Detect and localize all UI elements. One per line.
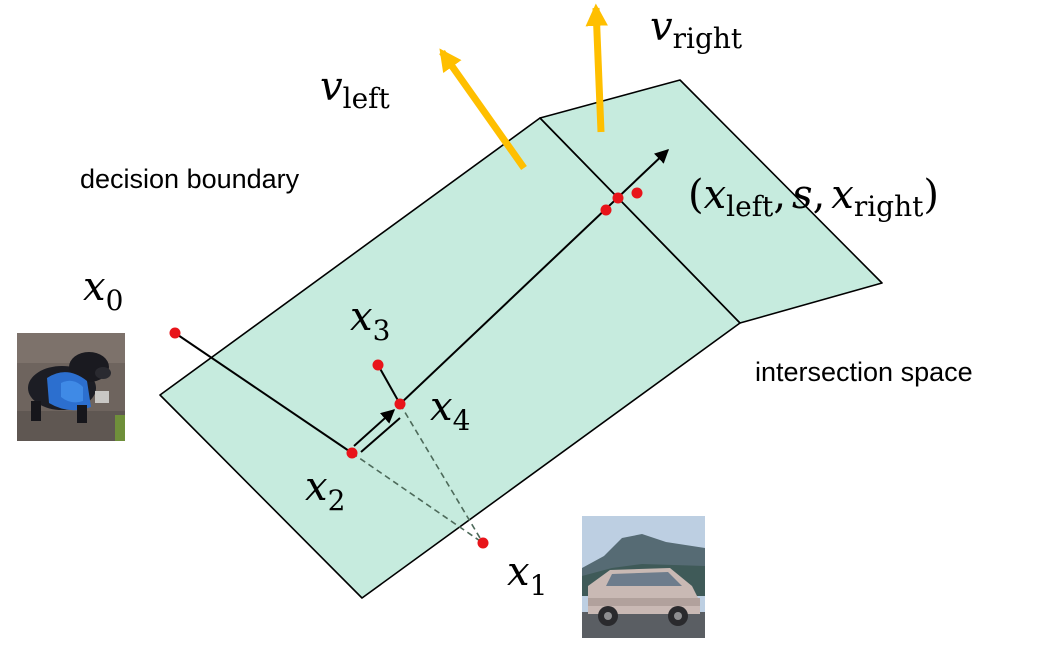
label-intersection-tuple: (xleft,s,xright) xyxy=(688,172,939,223)
label-x4: x4 xyxy=(430,384,470,437)
point-x2 xyxy=(346,447,358,459)
point-x3 xyxy=(372,359,384,371)
v-right-arrow xyxy=(585,3,608,133)
point-x4 xyxy=(394,398,406,410)
label-x3: x3 xyxy=(350,294,390,347)
dashed-x4-x1 xyxy=(399,403,484,544)
label-v-left: vleft xyxy=(320,64,390,115)
label-x1: x1 xyxy=(507,549,547,602)
path-x2-x4-arrow xyxy=(353,409,396,447)
path-x4-boundary xyxy=(399,149,670,405)
path-x0-x2 xyxy=(174,332,353,454)
path-x2-x4-parallel xyxy=(360,417,401,453)
v-left-arrow xyxy=(439,48,527,171)
point-intersection-center xyxy=(612,192,624,204)
label-v-right: vright xyxy=(650,4,743,55)
point-x1 xyxy=(477,537,489,549)
plane-intersection-line xyxy=(539,117,741,324)
point-intersection-right xyxy=(631,187,643,199)
point-x0 xyxy=(169,327,181,339)
dashed-x2-x1 xyxy=(351,452,484,544)
dog-image xyxy=(17,333,125,441)
label-x2: x2 xyxy=(305,464,345,517)
point-intersection-left xyxy=(600,204,612,216)
label-x0: x0 xyxy=(83,264,123,317)
path-x3-x4 xyxy=(377,364,401,405)
intersection-space-label: intersection space xyxy=(755,357,973,387)
decision-boundary-label: decision boundary xyxy=(80,164,300,194)
car-image xyxy=(582,516,705,638)
